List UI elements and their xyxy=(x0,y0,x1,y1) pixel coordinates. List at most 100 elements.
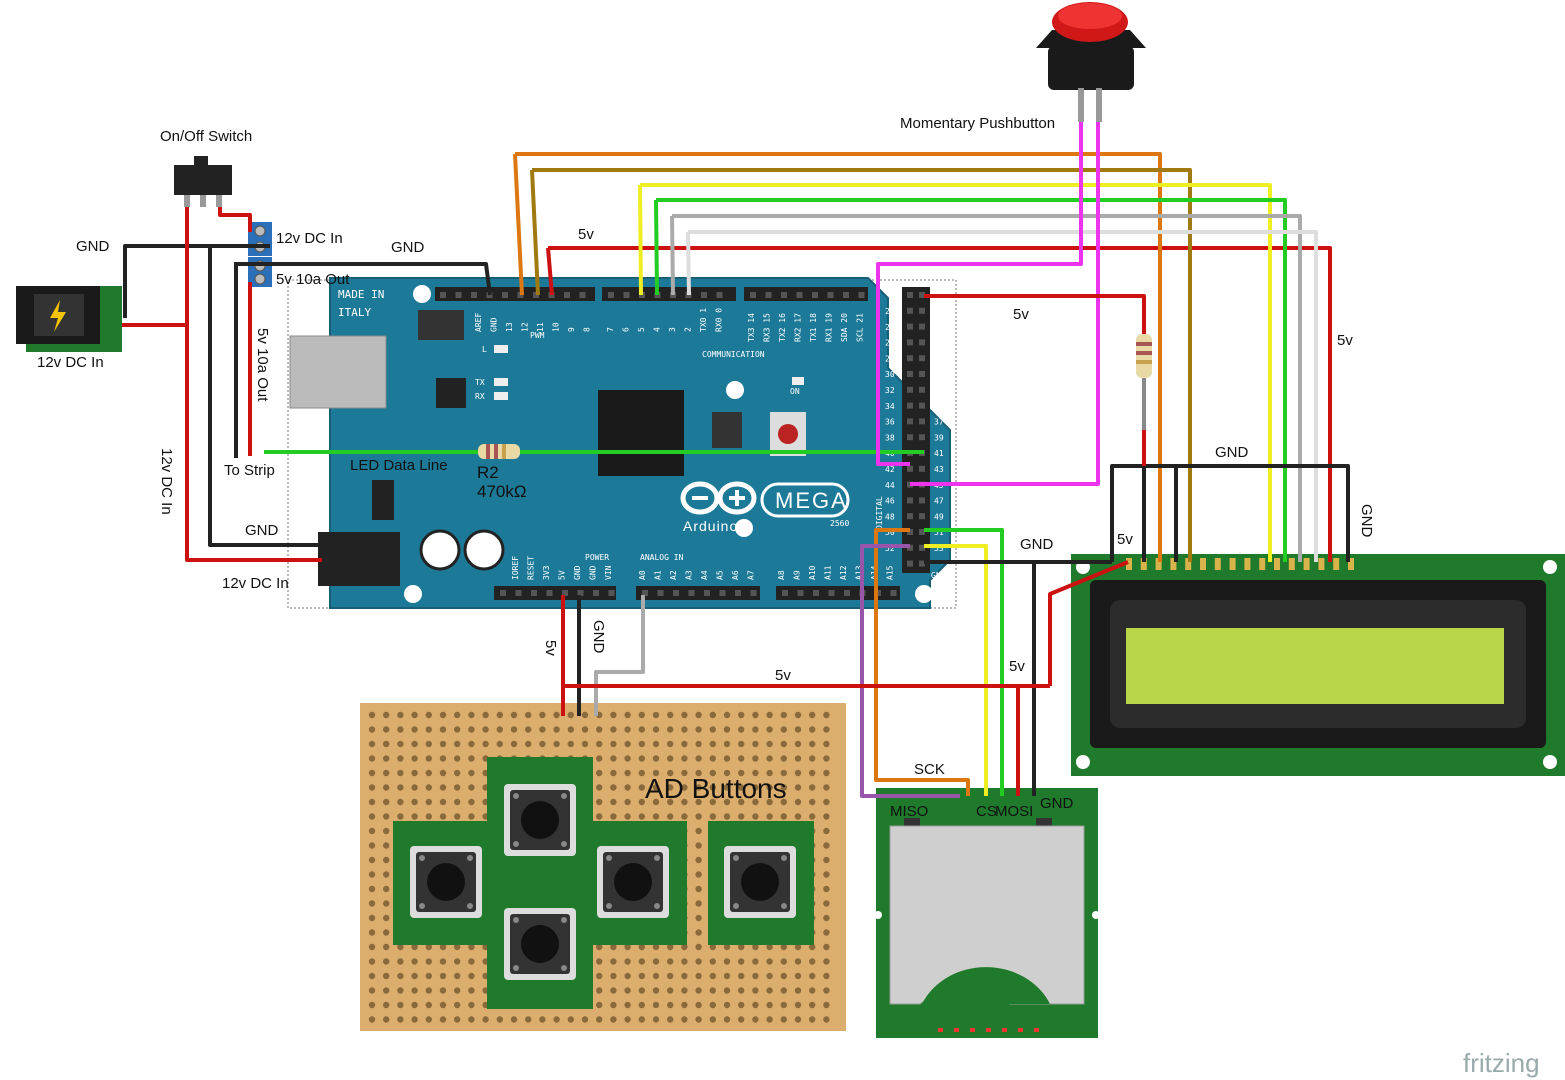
cs-label: CS xyxy=(976,803,997,820)
pin-label: GND xyxy=(589,565,598,580)
pin-label: IOREF xyxy=(511,556,520,580)
small-chip xyxy=(436,378,466,408)
tx-label: TX xyxy=(475,378,485,387)
mega-label: MEGA xyxy=(775,488,848,513)
pin-label: RX2 17 xyxy=(794,313,803,342)
pin-label: 11 xyxy=(536,322,545,332)
l-label: L xyxy=(482,345,487,354)
pin-label: 24 xyxy=(885,323,895,332)
on-off-switch-label: On/Off Switch xyxy=(160,128,252,145)
gnd-label: GND xyxy=(1040,795,1074,812)
pin-label: 2 xyxy=(684,327,693,332)
r2-value-label: 470kΩ xyxy=(477,482,527,501)
model-label: 2560 xyxy=(830,519,849,528)
pin-label: 32 xyxy=(885,386,895,395)
pin-label: SCL 21 xyxy=(856,313,865,342)
pin-label: TX3 14 xyxy=(747,313,756,342)
labels: On/Off Switch GND 12v DC In 12v DC In 5v… xyxy=(37,115,1540,1078)
pin-label: GND xyxy=(490,317,499,332)
mosi-label: MOSI xyxy=(995,803,1033,820)
pin-label: 30 xyxy=(885,370,895,379)
pin-label: 48 xyxy=(885,512,895,521)
lcd-16x2 xyxy=(1071,554,1565,776)
pin-label: 50 xyxy=(885,528,895,537)
pin-label: 31 xyxy=(934,370,944,379)
italy-label: ITALY xyxy=(338,306,371,319)
dc-jack-12v xyxy=(16,286,122,352)
header-analog xyxy=(636,586,760,600)
pin-label: 47 xyxy=(934,497,944,506)
momentary-pushbutton-label: Momentary Pushbutton xyxy=(900,115,1055,132)
capacitor xyxy=(463,529,505,571)
pin-label: A1 xyxy=(654,570,663,580)
pin-label: TX0 1 xyxy=(699,308,708,332)
lcd-wire xyxy=(670,215,675,296)
pin-label: 52 xyxy=(885,544,895,553)
pin-label: 36 xyxy=(885,418,895,427)
pin-label: 7 xyxy=(606,327,615,332)
lcd-wire xyxy=(638,184,643,296)
board-power-jack xyxy=(318,532,400,586)
pin-label: 35 xyxy=(934,402,944,411)
miso-wire xyxy=(860,544,960,798)
made-in-label: MADE IN xyxy=(338,288,384,301)
ad-buttons-label: AD Buttons xyxy=(645,773,787,804)
5v-wire xyxy=(1048,560,1129,686)
lcd-wire xyxy=(640,183,1272,562)
gnd-wire xyxy=(123,244,270,318)
pin-label: 23 xyxy=(934,307,944,316)
pin-label: RESET xyxy=(527,556,536,580)
fritzing-logo: fritzing xyxy=(1463,1048,1540,1078)
pwm-label: PWM xyxy=(530,331,545,340)
terminal-5v-label: 5v 10a Out xyxy=(276,271,350,288)
on-label: ON xyxy=(790,387,800,396)
pin-label: A5 xyxy=(716,570,725,580)
lcd-wire xyxy=(654,199,659,296)
twelve-v-label: 12v DC In xyxy=(222,575,289,592)
header-analog2 xyxy=(776,586,900,600)
five-v-label: 5v xyxy=(542,640,559,656)
lcd-wire xyxy=(530,169,540,296)
pin-label: A7 xyxy=(747,570,756,580)
pin-label: A0 xyxy=(638,570,647,580)
r2-name-label: R2 xyxy=(477,463,499,482)
lcd-wire xyxy=(656,198,1287,562)
pin-label: RX3 15 xyxy=(763,313,772,342)
usb-port xyxy=(289,335,387,409)
pushbutton-wire xyxy=(910,122,1100,486)
pin-label: A13 xyxy=(855,565,864,580)
pin-label: 42 xyxy=(885,465,895,474)
pin-label: A15 xyxy=(886,565,895,580)
header-top-mid xyxy=(602,287,736,301)
capacitor xyxy=(419,529,461,571)
5v-wire xyxy=(548,246,1332,562)
analog-wire xyxy=(594,595,645,716)
gnd-pin-label: GND xyxy=(931,571,946,580)
header-top-right xyxy=(744,287,868,301)
gnd-wire xyxy=(1110,464,1350,562)
5v-wire xyxy=(924,294,1146,334)
pin-label: 6 xyxy=(622,327,631,332)
vertical-12v-label: 12v DC In xyxy=(158,448,175,515)
pin-label: 33 xyxy=(934,386,944,395)
pin-label: 4 xyxy=(653,327,662,332)
pin-label: 34 xyxy=(885,402,895,411)
pushbutton-wire xyxy=(876,122,1083,466)
dc-jack-label: 12v DC In xyxy=(37,354,104,371)
cs-wire xyxy=(924,544,988,796)
12v-wire xyxy=(122,323,322,562)
gnd-label: GND xyxy=(1020,536,1054,553)
on-off-switch xyxy=(174,156,232,207)
pin-label: 49 xyxy=(934,512,944,521)
resistor-pushbutton xyxy=(1136,334,1152,378)
pin-label: 5V xyxy=(558,570,567,580)
wires xyxy=(122,122,1350,798)
pin-label: 37 xyxy=(934,418,944,427)
lightning-icon xyxy=(50,300,66,332)
pin-label: A12 xyxy=(839,565,848,580)
sck-wire xyxy=(874,528,970,796)
pin-label: 12 xyxy=(521,322,530,332)
pin-label: 53 xyxy=(934,544,944,553)
five-v-label: 5v xyxy=(1337,332,1353,349)
led-data-line-label: LED Data Line xyxy=(350,457,448,474)
